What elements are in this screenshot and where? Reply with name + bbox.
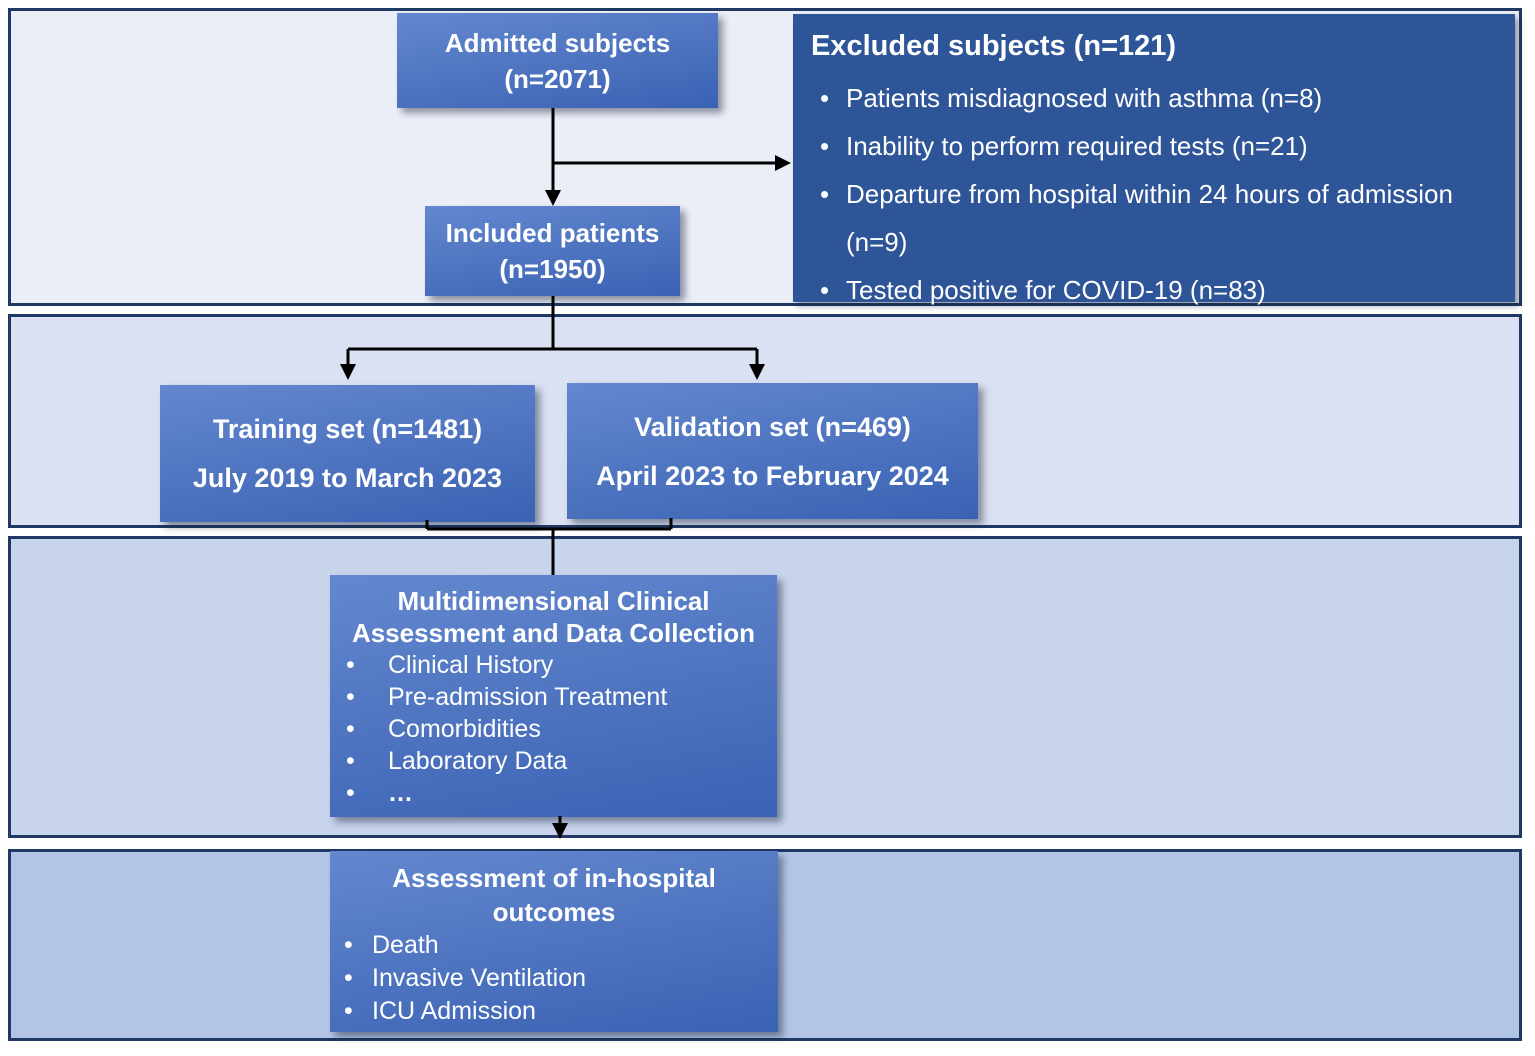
bullet-icon: • [820,275,830,305]
excluded-item-row: • Tested positive for COVID-19 (n=83) [811,266,1497,314]
clinical-assessment-box: Multidimensional Clinical Assessment and… [330,575,777,817]
admitted-line1: Admitted subjects [444,27,671,58]
bullet-icon: • [346,715,355,743]
bullet-icon: • [820,83,830,113]
bullet-icon: • [820,131,830,161]
bullet-icon: • [346,747,355,775]
validation-period: April 2023 to February 2024 [596,460,949,491]
outcomes-item: Death [372,931,439,959]
training-period: July 2019 to March 2023 [192,463,503,493]
included-count: (n=1950) [499,254,606,284]
training-label: Training set (n=1481) [212,414,483,444]
bullet-icon: • [344,997,353,1025]
excluded-item-row: • Inability to perform required tests (n… [811,122,1497,170]
outcomes-item-row: • Invasive Ventilation [330,962,778,995]
excluded-item: Patients misdiagnosed with asthma (n=8) [846,83,1323,113]
excluded-item: Departure from hospital within 24 hours … [846,179,1453,257]
training-set-box: Training set (n=1481) July 2019 to March… [160,385,535,522]
bullet-icon: • [344,931,353,959]
admitted-count: (n=2071) [504,63,611,94]
collection-item: Laboratory Data [388,747,568,775]
admitted-subjects-box: Admitted subjects (n=2071) [397,13,718,108]
collection-title-line1: Multidimensional Clinical [397,586,710,616]
outcomes-title-line1: Assessment of in-hospital [392,863,716,893]
outcomes-title-line2: outcomes [492,897,616,927]
included-patients-box: Included patients (n=1950) [425,206,680,296]
bullet-icon: • [346,683,355,711]
collection-item-row: • Clinical History [330,649,777,681]
excluded-subjects-box: Excluded subjects (n=121) • Patients mis… [793,14,1515,305]
excluded-item: Tested positive for COVID-19 (n=83) [846,275,1266,305]
collection-item-row: • Pre-admission Treatment [330,681,777,713]
collection-item-ellipsis: … [388,779,415,807]
excluded-item-row: • Patients misdiagnosed with asthma (n=8… [811,74,1497,122]
included-line1: Included patients [445,218,660,248]
excluded-item-row: • Departure from hospital within 24 hour… [811,170,1497,266]
outcomes-box: Assessment of in-hospital outcomes • Dea… [330,851,778,1032]
bullet-icon: • [346,779,355,807]
collection-item-row: • Comorbidities [330,713,777,745]
collection-title-line2: Assessment and Data Collection [351,618,756,648]
bullet-icon: • [344,964,353,992]
outcomes-item-row: • Death [330,929,778,962]
outcomes-item-row: • ICU Admission [330,995,778,1028]
collection-item: Comorbidities [388,715,541,743]
excluded-title: Excluded subjects (n=121) [811,30,1177,62]
collection-item: Clinical History [388,651,554,679]
collection-item-row: • … [330,777,777,809]
excluded-item: Inability to perform required tests (n=2… [846,131,1308,161]
collection-item: Pre-admission Treatment [388,683,668,711]
outcomes-item: ICU Admission [372,997,536,1025]
validation-label: Validation set (n=469) [634,411,911,442]
bullet-icon: • [820,179,830,209]
validation-set-box: Validation set (n=469) April 2023 to Feb… [567,383,978,519]
collection-item-row: • Laboratory Data [330,745,777,777]
outcomes-item: Invasive Ventilation [372,964,587,992]
bullet-icon: • [346,651,355,679]
